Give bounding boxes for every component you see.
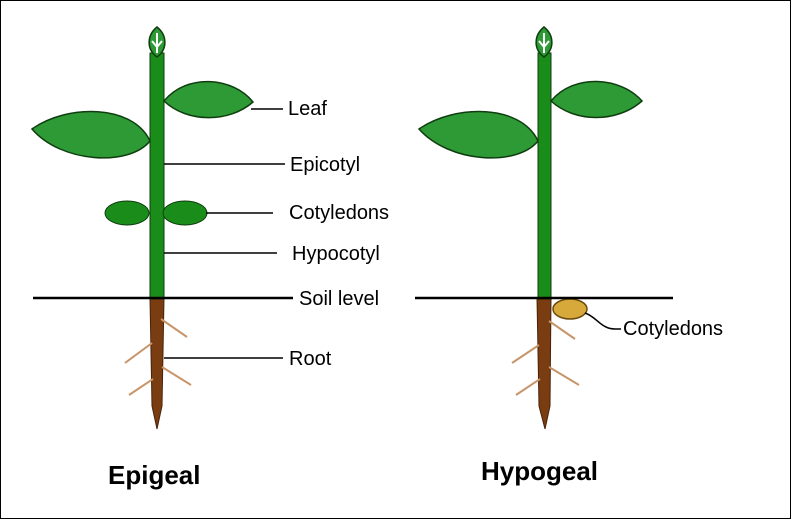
epigeal-plant — [30, 26, 255, 430]
hypogeal-rootlets — [511, 320, 580, 396]
label-cotyledons-epigeal: Cotyledons — [289, 202, 390, 224]
epigeal-root — [149, 297, 165, 430]
hypogeal-cotyledon — [552, 298, 588, 320]
epigeal-leaf-right — [162, 80, 255, 119]
label-hypocotyl: Hypocotyl — [292, 243, 380, 265]
caption-epigeal: Epigeal — [108, 460, 201, 490]
epigeal-leaf-left — [30, 110, 151, 159]
leader-lines — [164, 108, 621, 359]
hypogeal-root — [536, 297, 552, 430]
label-cotyledons-hypogeal: Cotyledons — [623, 318, 724, 340]
label-leaf: Leaf — [288, 98, 327, 120]
hypogeal-plant — [417, 26, 644, 430]
caption-hypogeal: Hypogeal — [481, 456, 599, 486]
label-soil-level: Soil level — [299, 288, 380, 310]
epigeal-cotyledon-right — [162, 200, 208, 226]
label-root: Root — [289, 348, 332, 370]
hypogeal-leaf-left — [417, 110, 539, 159]
epigeal-stem — [149, 52, 165, 300]
hypogeal-leaf-right — [549, 80, 644, 119]
label-epicotyl: Epicotyl — [290, 154, 361, 176]
epigeal-rootlets — [124, 318, 192, 396]
leader-cotyledons-hypogeal — [584, 312, 621, 330]
hypogeal-stem — [537, 52, 552, 300]
epigeal-cotyledon-left — [104, 200, 150, 226]
